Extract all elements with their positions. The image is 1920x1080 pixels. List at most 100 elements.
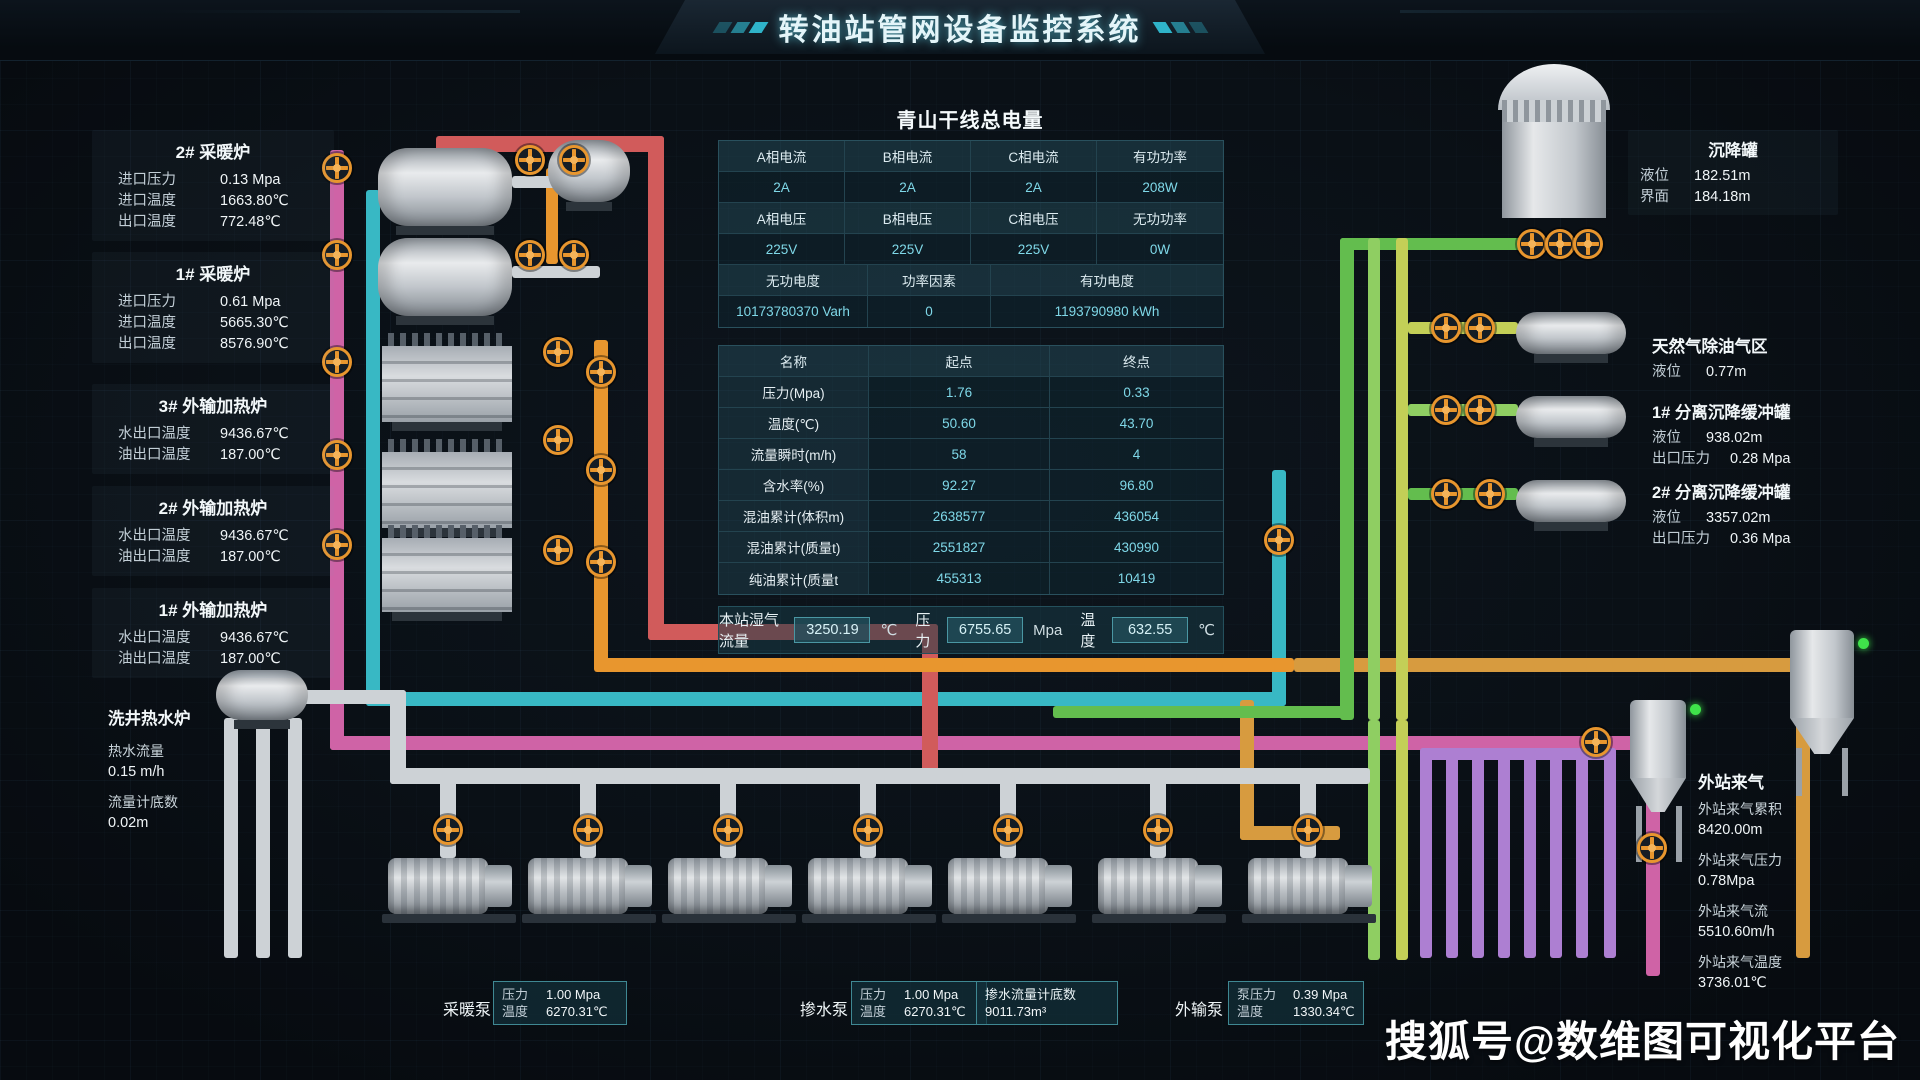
table-value-cell: 225V bbox=[719, 234, 845, 265]
status-dot bbox=[1690, 704, 1701, 715]
gas-separator-vessel bbox=[1630, 700, 1686, 778]
table-value-cell: 225V bbox=[845, 234, 971, 265]
field-value: 6270.31℃ bbox=[904, 1004, 966, 1019]
pipe-segment bbox=[1550, 748, 1562, 958]
flow-value-field[interactable]: 3250.19 bbox=[794, 617, 871, 643]
pipe-segment bbox=[390, 768, 1370, 784]
table-name-cell: 混油累计(体积m) bbox=[719, 501, 869, 532]
header-bar: 转油站管网设备监控系统 bbox=[0, 0, 1920, 61]
pipe-segment bbox=[594, 340, 608, 670]
vessel-leg bbox=[1796, 748, 1802, 796]
table-value-cell: 58 bbox=[869, 439, 1050, 470]
table-value-cell: 2638577 bbox=[869, 501, 1050, 532]
field-value: 8576.90℃ bbox=[220, 336, 289, 352]
power-table: A相电流 B相电流 C相电流 有功功率 2A 2A 2A 208W A相电压 B… bbox=[718, 140, 1224, 328]
valve-icon bbox=[559, 145, 589, 175]
valve-icon bbox=[543, 337, 573, 367]
valve-icon bbox=[586, 357, 616, 387]
pump-unit bbox=[802, 858, 936, 923]
table-header-cell: A相电压 bbox=[719, 203, 845, 234]
valve-icon bbox=[1637, 833, 1667, 863]
pump-unit bbox=[522, 858, 656, 923]
field-label: 油出口温度 bbox=[118, 651, 191, 667]
pipe-segment bbox=[1408, 404, 1518, 416]
valve-icon bbox=[322, 240, 352, 270]
field-value: 772.48℃ bbox=[220, 214, 281, 230]
table-header-cell: C相电压 bbox=[971, 203, 1097, 234]
field-label: 外站来气流 bbox=[1698, 903, 1768, 919]
table-value-cell: 2A bbox=[719, 172, 845, 203]
table-name-cell: 纯油累计(质量t bbox=[719, 563, 869, 594]
pipe-segment bbox=[1053, 706, 1353, 718]
valve-icon bbox=[515, 145, 545, 175]
panel-title: 洗井热水炉 bbox=[108, 710, 191, 728]
table-value-cell: 0.33 bbox=[1050, 377, 1223, 408]
settling-tank-band bbox=[1502, 100, 1606, 124]
pipe-segment bbox=[1396, 238, 1408, 720]
pressure-value-field[interactable]: 6755.65 bbox=[947, 617, 1024, 643]
heater-unit bbox=[382, 525, 512, 621]
pipe-segment bbox=[330, 736, 1660, 750]
panel-washwell-heater: 洗井热水炉 热水流量 0.15 m/h 流量计底数 0.02m bbox=[96, 698, 250, 840]
valve-icon bbox=[1517, 229, 1547, 259]
power-table-title: 青山干线总电量 bbox=[896, 110, 1044, 132]
table-header-cell: 无功电度 bbox=[719, 265, 868, 296]
vessel-leg bbox=[1842, 748, 1848, 796]
pump-name-water-mixing: 掺水泵 bbox=[800, 1002, 849, 1019]
field-value: 8420.00m bbox=[1698, 822, 1763, 838]
field-value: 9436.67℃ bbox=[220, 528, 289, 544]
header-accent-line bbox=[1400, 10, 1760, 13]
table-value-cell: 2A bbox=[971, 172, 1097, 203]
table-row: 名称 起点 终点 bbox=[719, 346, 1223, 377]
table-name-cell: 流量瞬时(m/h) bbox=[719, 439, 869, 470]
panel-title: 1# 采暖炉 bbox=[175, 265, 251, 284]
valve-icon bbox=[1465, 313, 1495, 343]
field-value: 1.00 Mpa bbox=[546, 987, 601, 1002]
temperature-label: 温度 bbox=[1080, 612, 1096, 650]
table-row: 纯油累计(质量t 455313 10419 bbox=[719, 563, 1223, 594]
pipe-segment bbox=[594, 658, 1294, 672]
pipe-segment bbox=[1604, 748, 1616, 958]
field-value: 0.28 Mpa bbox=[1730, 451, 1791, 467]
pipe-segment bbox=[1408, 322, 1518, 334]
valve-icon bbox=[1143, 815, 1173, 845]
field-label: 油出口温度 bbox=[118, 447, 191, 463]
field-value: 184.18m bbox=[1694, 189, 1751, 205]
field-label: 水出口温度 bbox=[118, 426, 191, 442]
field-value: 0.39 Mpa bbox=[1293, 987, 1348, 1002]
pipe-segment bbox=[1498, 748, 1510, 958]
field-label: 界面 bbox=[1640, 189, 1669, 205]
temperature-value-field[interactable]: 632.55 bbox=[1112, 617, 1189, 643]
field-label: 水出口温度 bbox=[118, 630, 191, 646]
valve-icon bbox=[993, 815, 1023, 845]
pipe-segment bbox=[1340, 238, 1354, 720]
field-label: 流量计底数 bbox=[108, 794, 178, 810]
valve-icon bbox=[1264, 525, 1294, 555]
field-value: 3357.02m bbox=[1706, 510, 1771, 526]
table-value-cell: 50.60 bbox=[869, 408, 1050, 439]
table-header-cell: 起点 bbox=[869, 346, 1050, 377]
field-value: 1663.80℃ bbox=[220, 193, 289, 209]
field-label: 油出口温度 bbox=[118, 549, 191, 565]
table-name-cell: 含水率(%) bbox=[719, 470, 869, 501]
field-label: 出口温度 bbox=[118, 214, 176, 230]
pump-unit bbox=[662, 858, 796, 923]
field-label: 进口温度 bbox=[118, 315, 176, 331]
panel-title: 天然气除油气区 bbox=[1652, 338, 1768, 356]
vessel-leg bbox=[1676, 806, 1682, 862]
field-value: 5510.60m/h bbox=[1698, 924, 1775, 940]
valve-icon bbox=[1293, 815, 1323, 845]
valve-icon bbox=[322, 153, 352, 183]
table-value-cell: 96.80 bbox=[1050, 470, 1223, 501]
valve-icon bbox=[1431, 395, 1461, 425]
table-row: 流量瞬时(m/h) 58 4 bbox=[719, 439, 1223, 470]
vessel-leg bbox=[1636, 806, 1642, 862]
